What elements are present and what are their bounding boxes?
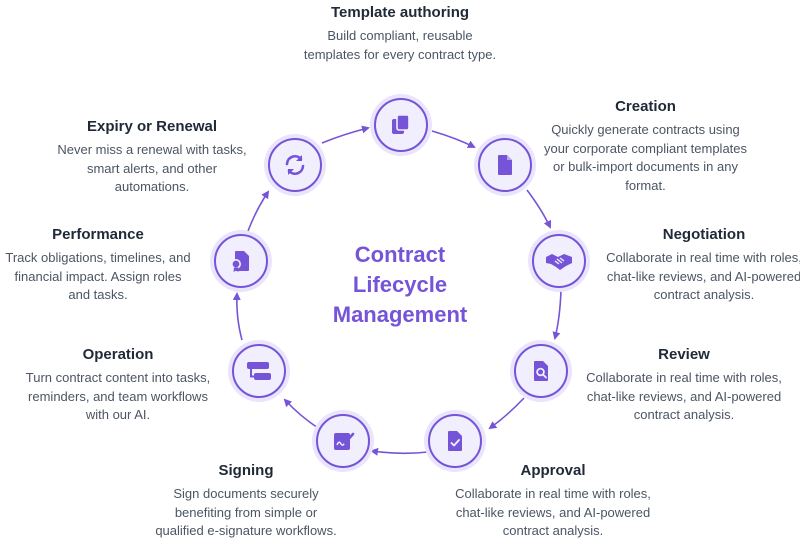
signature-icon (334, 432, 355, 450)
stage-title: Creation (615, 98, 676, 115)
arrow-performance-to-expiry (247, 190, 270, 232)
stage-label-template-authoring: Template authoring Build compliant, reus… (300, 4, 500, 64)
stage-label-creation: Creation Quickly generate contracts usin… (543, 98, 748, 195)
stage-title: Negotiation (662, 226, 746, 243)
stage-node-operation (232, 344, 286, 398)
stage-node-signing (316, 414, 370, 468)
stage-node-template-authoring (374, 98, 428, 152)
stage-label-performance: Performance Track obligations, timelines… (2, 226, 194, 305)
stage-title: Operation (82, 346, 154, 363)
stage-node-performance (214, 234, 268, 288)
workflow-icon (247, 362, 271, 380)
stage-label-review: Review Collaborate in real time with rol… (578, 346, 790, 425)
stage-label-signing: Signing Sign documents securely benefiti… (150, 462, 342, 541)
stage-node-review (514, 344, 568, 398)
arrow-creation-to-negotiation (526, 189, 552, 229)
arrow-approval-to-signing (370, 447, 429, 456)
stage-label-approval: Approval Collaborate in real time with r… (447, 462, 659, 541)
stage-description: Collaborate in real time with roles, cha… (606, 250, 800, 302)
stage-description: Turn contract content into tasks, remind… (25, 370, 211, 422)
stage-title: Approval (520, 462, 586, 479)
stage-description: Build compliant, reusable templates for … (303, 28, 497, 62)
arrow-review-to-approval (488, 397, 525, 430)
stage-description: Never miss a renewal with tasks, smart a… (57, 142, 247, 194)
stage-title: Performance (52, 226, 144, 243)
stage-title: Review (658, 346, 710, 363)
document-search-icon (534, 361, 548, 381)
title-line-1: Contract (354, 242, 446, 267)
document-check-icon (448, 431, 462, 451)
stage-label-operation: Operation Turn contract content into tas… (20, 346, 216, 425)
diagram-title: Contract Lifecycle Management (300, 240, 500, 330)
title-line-2: Lifecycle (352, 272, 448, 297)
stage-title: Expiry or Renewal (86, 118, 218, 135)
title-line-3: Management (332, 302, 468, 327)
handshake-icon (546, 254, 572, 270)
stage-description: Sign documents securely benefiting from … (155, 486, 337, 538)
stage-description: Track obligations, timelines, and financ… (5, 250, 191, 302)
stage-title: Signing (218, 462, 274, 479)
renew-arrows-icon (285, 155, 305, 175)
arrow-signing-to-operation (283, 398, 319, 429)
stage-node-expiry-renewal (268, 138, 322, 192)
stage-node-negotiation (532, 234, 586, 288)
arrow-template-to-creation (431, 130, 476, 148)
stage-label-expiry-renewal: Expiry or Renewal Never miss a renewal w… (56, 118, 248, 197)
arrow-expiry-to-template (321, 125, 370, 144)
arrow-operation-to-performance (232, 292, 243, 341)
stage-node-approval (428, 414, 482, 468)
stage-description: Collaborate in real time with roles, cha… (455, 486, 651, 538)
stage-description: Collaborate in real time with roles, cha… (586, 370, 782, 422)
certificate-icon (231, 251, 249, 272)
copy-document-icon (392, 114, 410, 134)
stage-title: Template authoring (330, 4, 470, 21)
arrow-negotiation-to-review (552, 289, 562, 340)
document-icon (498, 155, 512, 175)
stage-description: Quickly generate contracts using your co… (543, 122, 748, 193)
stage-label-negotiation: Negotiation Collaborate in real time wit… (599, 226, 800, 305)
stage-node-creation (478, 138, 532, 192)
